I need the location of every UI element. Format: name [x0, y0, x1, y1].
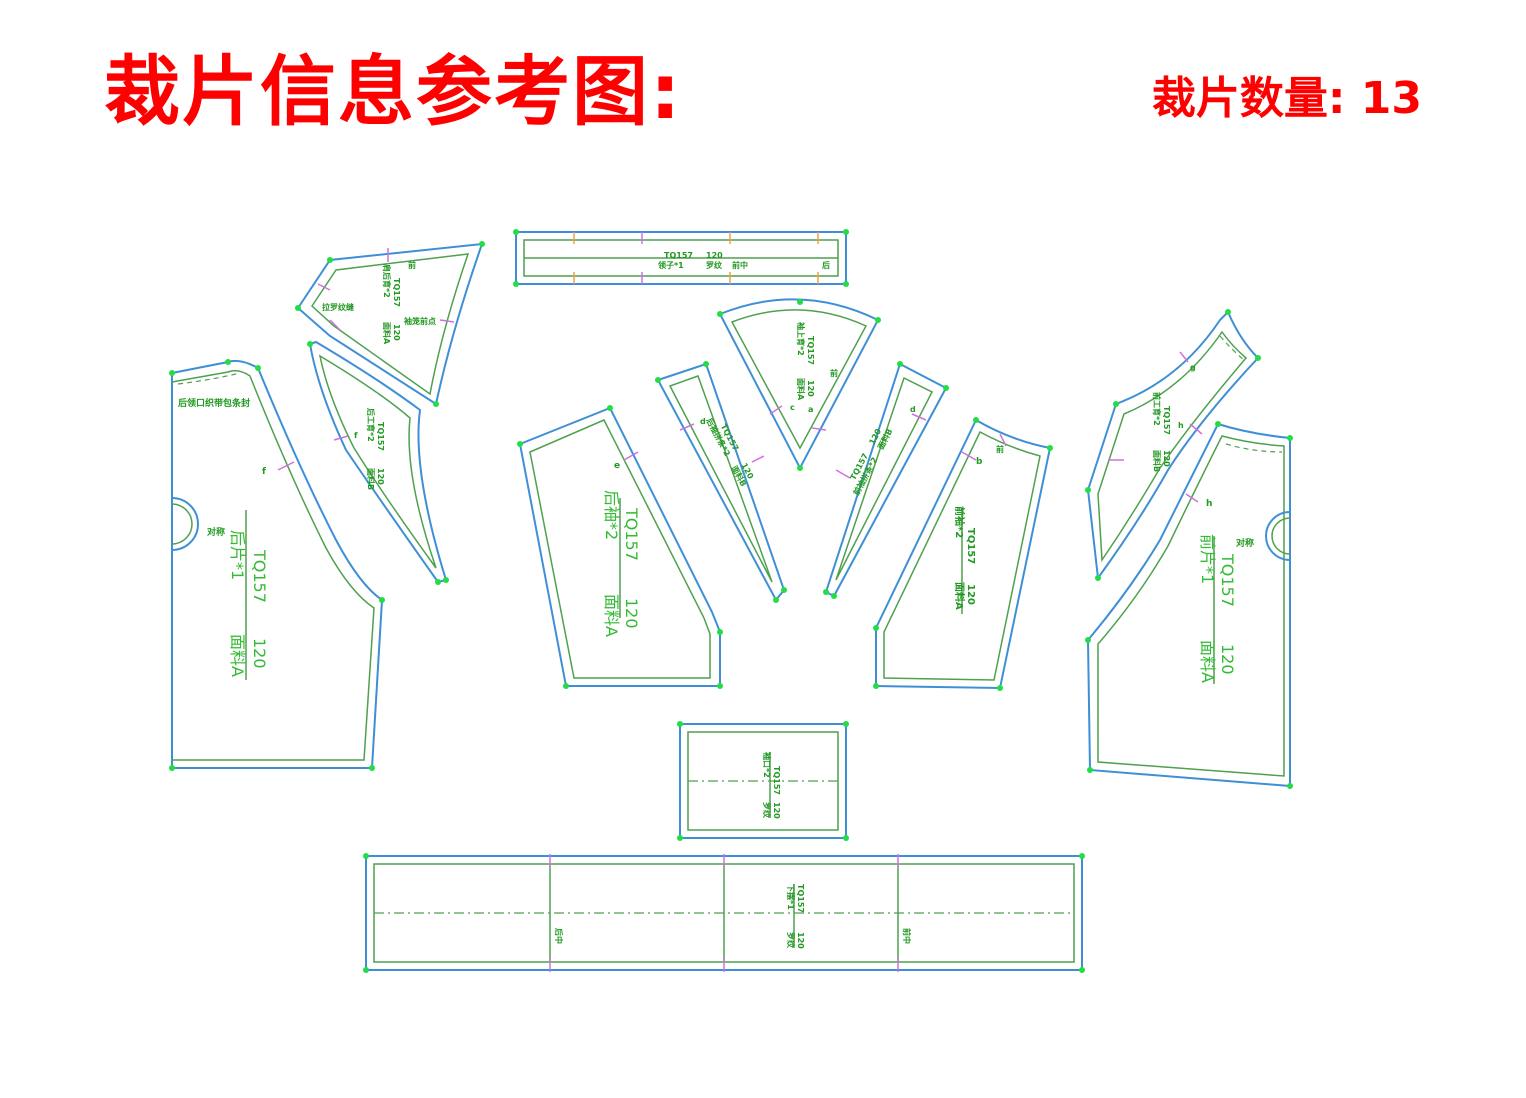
hem-band-fabric: 罗纹	[786, 932, 796, 949]
front-sleeve-name: 前袖*2	[953, 506, 966, 538]
back-side-name: 后工育*2	[366, 408, 376, 442]
front-body-name: 前片*1	[1198, 534, 1217, 584]
front-sleeve-fabric: 面料A	[953, 582, 966, 610]
collar-mark-end: 后	[822, 260, 830, 270]
piece-collar: TQ157 120 领子*1 罗纹 前中 后	[513, 229, 849, 287]
sleeve-top-notch-a: a	[808, 405, 813, 414]
front-side-notch-h: h	[1178, 421, 1184, 430]
piece-sleeve-top: 前 c a 袖上育*2 TQ157 面料A 120	[717, 298, 881, 471]
piece-back-sleeve: e 后袖*2 TQ157 面料A 120	[517, 405, 723, 689]
back-yoke-mark2: 袖笼前点	[403, 316, 436, 326]
back-side-notch: f	[354, 431, 358, 440]
collar-style: TQ157	[664, 251, 693, 260]
piece-back-sleeve-strip: d 后袖拼条*2 TQ157 面料B 120	[655, 361, 787, 603]
back-sleeve-name: 后袖*2	[602, 490, 621, 540]
back-body-notch: f	[262, 467, 266, 477]
front-side-name: 前工育*2	[1152, 392, 1162, 426]
piece-hem-band: 后中 前中 下摆*1 TQ157 罗纹 120	[363, 853, 1085, 973]
front-body-fold: 对称	[1236, 537, 1254, 549]
front-body-size: 120	[1218, 644, 1237, 675]
hem-band-style: TQ157	[796, 884, 805, 913]
piece-back-body: 后领口织带包条封 f 对称 后片*1 TQ157 面料A 120	[169, 359, 385, 771]
back-sleeve-style: TQ157	[622, 507, 641, 561]
piece-front-sleeve-strip: d 前袖拼条*2 TQ157 面料B 120	[823, 361, 949, 599]
back-sleeve-fabric: 面料A	[602, 594, 621, 637]
back-side-style: TQ157	[376, 422, 385, 451]
back-yoke-mark1: 拉罗纹缝	[322, 302, 354, 312]
front-side-fabric: 面料B	[1152, 450, 1162, 472]
back-body-note: 后领口织带包条封	[178, 397, 250, 409]
back-side-fabric: 面料B	[366, 468, 376, 490]
piece-cuff: 袖口*2 TQ157 罗纹 120	[677, 721, 849, 841]
back-side-size: 120	[376, 468, 385, 485]
front-sleeve-style: TQ157	[965, 528, 976, 564]
sleeve-top-name: 袖上育*2	[796, 321, 806, 356]
sleeve-top-fabric: 面料A	[796, 378, 806, 401]
front-sleeve-mark: 前	[996, 444, 1004, 454]
front-sleeve-size: 120	[965, 584, 976, 605]
piece-front-body: h 对称 前片*1 TQ157 面料A 120	[1085, 421, 1293, 789]
cuff-size: 120	[772, 802, 781, 819]
back-yoke-style: TQ157	[392, 278, 401, 307]
back-body-style: TQ157	[250, 549, 269, 603]
front-side-notch-g: g	[1190, 363, 1196, 372]
sleeve-top-notch-c: c	[790, 403, 795, 412]
back-yoke-size: 120	[392, 324, 401, 341]
front-body-notch-h: h	[1206, 499, 1212, 509]
front-body-fabric: 面料A	[1198, 640, 1217, 683]
back-body-size: 120	[250, 638, 269, 669]
hem-band-size: 120	[796, 932, 805, 949]
front-side-size: 120	[1162, 450, 1171, 467]
front-sleeve-notch: b	[976, 457, 983, 467]
front-sleeve-strip-notch: d	[910, 405, 916, 414]
back-yoke-fabric: 面料A	[382, 322, 392, 345]
collar-fabric: 罗纹	[706, 260, 723, 270]
cuff-fabric: 罗纹	[762, 802, 772, 819]
piece-back-side: f 后工育*2 TQ157 面料B 120	[307, 340, 449, 585]
collar-mark-center: 前中	[732, 260, 748, 270]
piece-front-side: g h 前工育*2 TQ157 面料B 120	[1085, 309, 1261, 581]
page-title: 裁片信息参考图:	[104, 47, 683, 136]
piece-count-label: 裁片数量: 13	[1151, 73, 1422, 124]
back-body-fold: 对称	[207, 526, 225, 538]
piece-back-yoke: 拉罗纹缝 袖笼前点 前 肩后育*2 TQ157 面料A 120	[295, 241, 485, 407]
back-yoke-mark3: 前	[408, 260, 416, 270]
sleeve-top-mark: 前	[830, 368, 838, 378]
back-body-name: 后片*1	[228, 530, 247, 580]
piece-front-sleeve: b 前 前袖*2 TQ157 面料A 120	[873, 417, 1053, 691]
back-sleeve-size: 120	[622, 598, 641, 629]
back-sleeve-strip-notch: d	[700, 417, 706, 426]
cuff-name: 袖口*2	[762, 751, 772, 778]
hem-band-mark-right: 前中	[902, 928, 912, 944]
front-side-style: TQ157	[1162, 406, 1171, 435]
back-sleeve-notch: e	[614, 461, 620, 471]
hem-band-name: 下摆*1	[786, 884, 796, 910]
front-body-style: TQ157	[1218, 553, 1237, 607]
collar-size: 120	[706, 251, 723, 260]
sleeve-top-size: 120	[806, 380, 815, 397]
back-yoke-name: 肩后育*2	[382, 264, 392, 298]
sleeve-top-style: TQ157	[806, 336, 815, 365]
back-body-fabric: 面料A	[228, 634, 247, 677]
cuff-style: TQ157	[772, 766, 781, 795]
collar-name: 领子*1	[658, 260, 684, 270]
hem-band-mark-left: 后中	[554, 928, 564, 944]
